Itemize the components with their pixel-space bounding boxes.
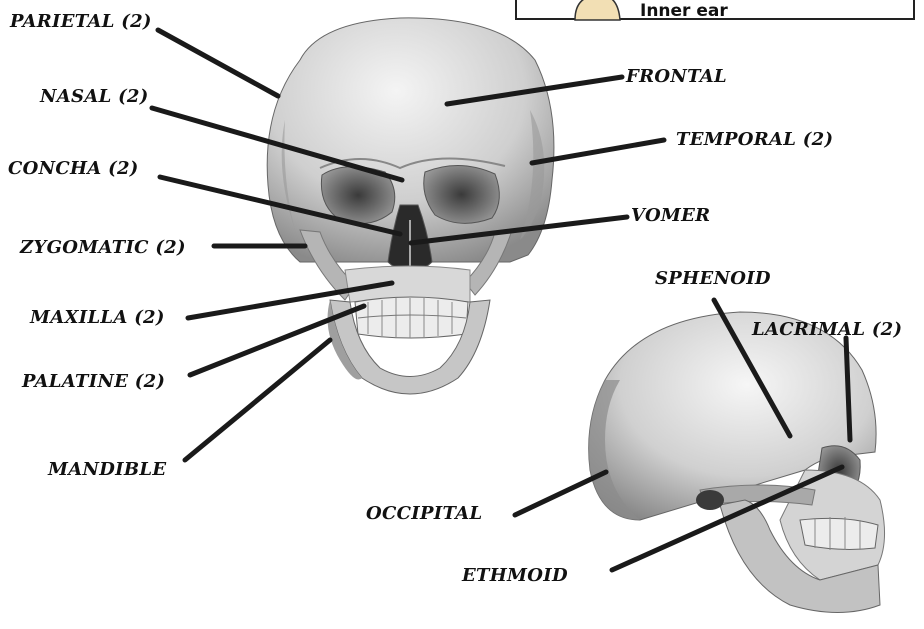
label-sphenoid: SPHENOID	[655, 268, 771, 289]
label-ethmoid: ETHMOID	[462, 565, 568, 586]
label-mandible: MANDIBLE	[48, 459, 166, 480]
label-nasal: NASAL (2)	[40, 86, 149, 107]
label-parietal: PARIETAL (2)	[10, 11, 152, 32]
label-lacrimal: LACRIMAL (2)	[752, 319, 902, 340]
label-frontal: FRONTAL	[626, 66, 727, 87]
leader-parietal	[158, 30, 278, 96]
label-palatine: PALATINE (2)	[22, 371, 165, 392]
label-occipital: OCCIPITAL	[366, 503, 482, 524]
leader-mandible	[185, 340, 330, 460]
leader-occipital	[515, 472, 606, 515]
label-concha: CONCHA (2)	[8, 158, 139, 179]
label-zygomatic: ZYGOMATIC (2)	[20, 237, 186, 258]
side-skull-illustration	[589, 312, 885, 613]
label-temporal: TEMPORAL (2)	[676, 129, 833, 150]
label-maxilla: MAXILLA (2)	[30, 307, 165, 328]
inner-ear-shape	[575, 0, 620, 20]
label-vomer: VOMER	[631, 205, 710, 226]
front-skull-illustration	[267, 18, 554, 394]
